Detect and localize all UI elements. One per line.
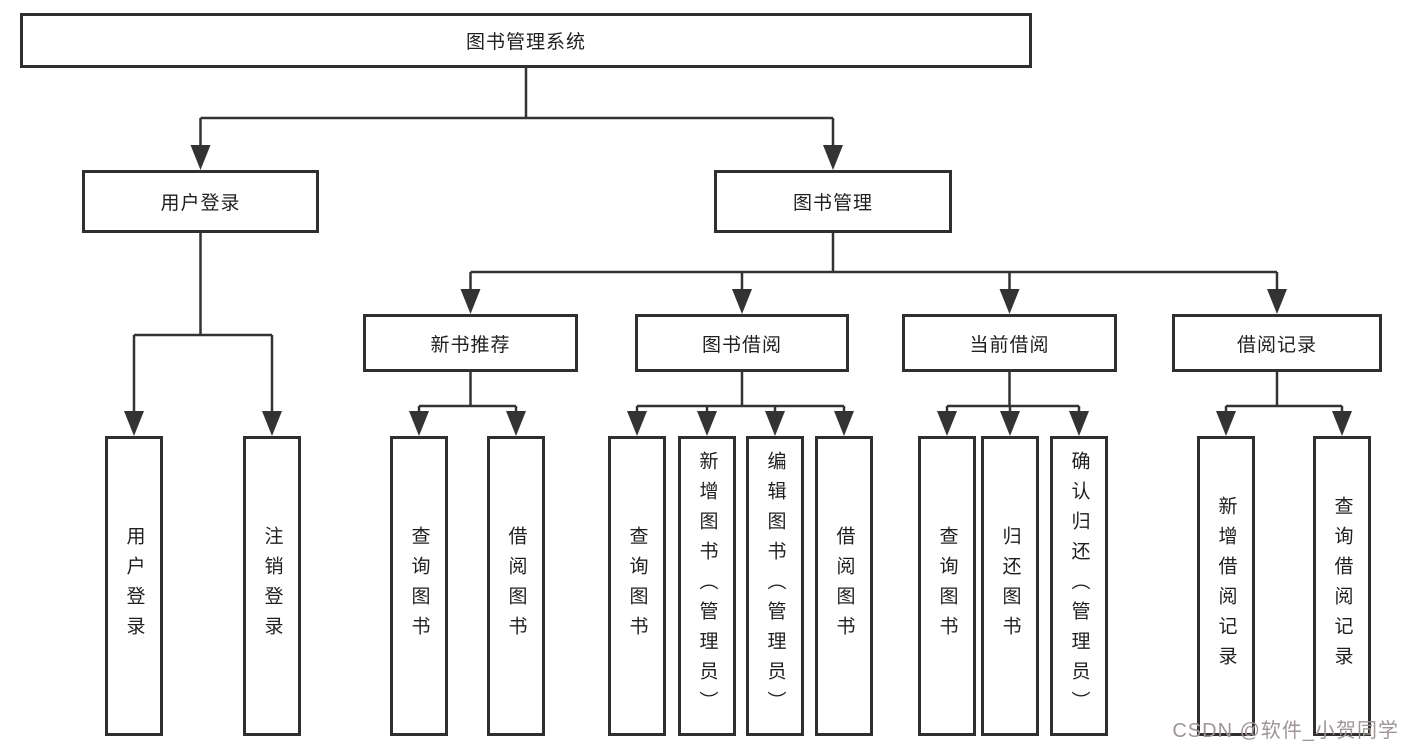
leaf-logout-label: 注销登录 [261, 526, 283, 646]
arrowhead [460, 289, 481, 314]
node-current-borrow-label: 当前借阅 [969, 334, 1050, 356]
arrowhead [732, 289, 752, 314]
node-user-login-label: 用户登录 [160, 193, 241, 214]
node-root-label: 图书管理系统 [465, 32, 586, 53]
leaf-borrow-books-recommend-label: 借阅图书 [505, 526, 527, 646]
node-root: 图书管理系统 [20, 13, 1032, 68]
leaf-logout: 注销登录 [243, 436, 301, 736]
leaf-confirm-return-admin-label: 确认归还（管理员） [1068, 451, 1090, 721]
arrowhead [262, 411, 282, 436]
connector-new-book [417, 372, 518, 413]
arrowhead [124, 411, 144, 436]
arrowhead [506, 411, 526, 436]
node-user-login: 用户登录 [82, 170, 319, 233]
connector-current-borrow [945, 372, 1081, 413]
node-new-book-recommend-label: 新书推荐 [430, 334, 511, 356]
arrowhead [823, 145, 843, 170]
connector-book-mgmt [469, 233, 1279, 291]
node-current-borrow: 当前借阅 [902, 314, 1117, 372]
leaf-confirm-return-admin: 确认归还（管理员） [1050, 436, 1108, 736]
leaf-query-books-recommend-label: 查询图书 [408, 526, 430, 646]
leaf-query-books-current-label: 查询图书 [936, 526, 958, 646]
connector-borrow-record [1224, 372, 1344, 413]
leaf-borrow-books-label: 借阅图书 [833, 526, 855, 646]
leaf-return-books: 归还图书 [981, 436, 1039, 736]
arrowhead [1267, 289, 1287, 314]
node-book-borrow-label: 图书借阅 [701, 334, 782, 356]
arrowhead [999, 289, 1020, 314]
leaf-return-books-label: 归还图书 [999, 526, 1021, 646]
connector-book-borrow [635, 372, 846, 413]
arrowhead [190, 145, 211, 170]
node-book-borrow: 图书借阅 [635, 314, 849, 372]
arrowhead [1069, 411, 1089, 436]
leaf-borrow-books-recommend: 借阅图书 [487, 436, 545, 736]
arrowhead [765, 411, 785, 436]
leaf-query-borrow-record: 查询借阅记录 [1313, 436, 1371, 736]
connector-root [199, 68, 835, 147]
leaf-user-login: 用户登录 [105, 436, 163, 736]
leaf-add-books-admin-label: 新增图书（管理员） [696, 451, 718, 721]
node-borrow-record-label: 借阅记录 [1236, 334, 1317, 356]
node-new-book-recommend: 新书推荐 [363, 314, 578, 372]
leaf-query-borrow-record-label: 查询借阅记录 [1331, 496, 1353, 676]
leaf-query-books-recommend: 查询图书 [390, 436, 448, 736]
connector-user-login [132, 233, 274, 413]
leaf-add-borrow-record-label: 新增借阅记录 [1215, 496, 1237, 676]
leaf-add-borrow-record: 新增借阅记录 [1197, 436, 1255, 736]
node-book-management-label: 图书管理 [792, 193, 873, 214]
leaf-borrow-books: 借阅图书 [815, 436, 873, 736]
arrowhead [697, 411, 717, 436]
arrowhead [627, 411, 647, 436]
arrowhead [1000, 411, 1020, 436]
arrowhead [1332, 411, 1352, 436]
leaf-query-books-borrow-label: 查询图书 [626, 526, 648, 646]
arrowhead [834, 411, 854, 436]
leaf-query-books-borrow: 查询图书 [608, 436, 666, 736]
arrowhead [409, 411, 429, 436]
arrowhead [1216, 411, 1236, 436]
leaf-edit-books-admin: 编辑图书（管理员） [746, 436, 804, 736]
node-book-management: 图书管理 [714, 170, 952, 233]
arrowhead [937, 411, 957, 436]
leaf-add-books-admin: 新增图书（管理员） [678, 436, 736, 736]
leaf-edit-books-admin-label: 编辑图书（管理员） [764, 451, 786, 721]
node-borrow-record: 借阅记录 [1172, 314, 1382, 372]
leaf-query-books-current: 查询图书 [918, 436, 976, 736]
watermark: CSDN @软件_小贺同学 [1172, 720, 1399, 742]
leaf-user-login-label: 用户登录 [123, 526, 145, 646]
